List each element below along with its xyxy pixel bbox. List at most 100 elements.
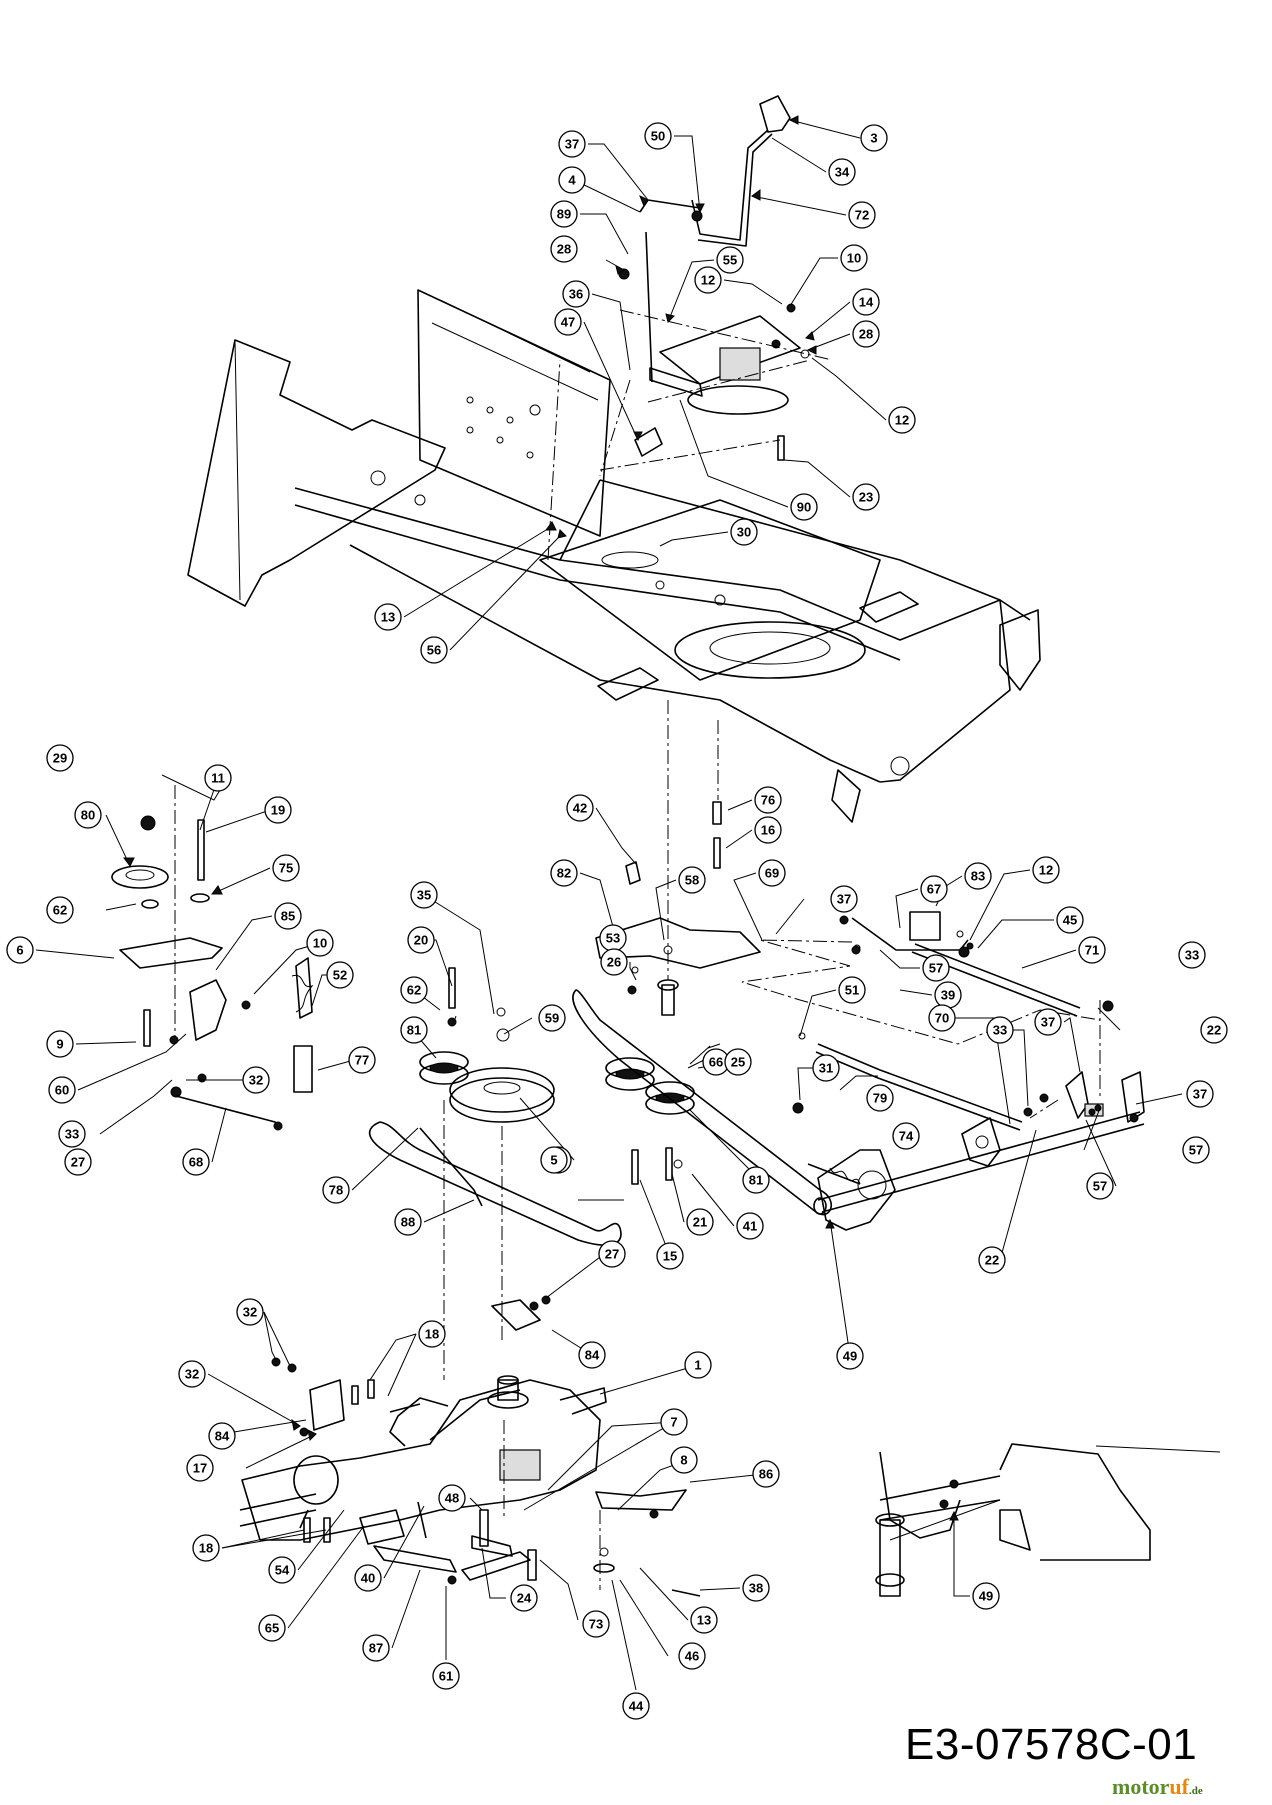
callout-label: 80 <box>81 808 95 823</box>
callout-27: 27 <box>598 1240 626 1268</box>
callout-circle <box>678 1642 706 1670</box>
callout-label: 51 <box>845 983 859 998</box>
callout-label: 18 <box>199 1541 213 1556</box>
callout-18: 18 <box>192 1534 220 1562</box>
arrowheads <box>123 115 959 1521</box>
callout-label: 84 <box>585 1348 600 1363</box>
callout-19: 19 <box>264 796 292 824</box>
callout-label: 36 <box>569 287 583 302</box>
callout-circle <box>852 288 880 316</box>
callout-32: 32 <box>236 1298 264 1326</box>
callout-label: 24 <box>517 1591 532 1606</box>
callout-label: 12 <box>1039 863 1053 878</box>
callout-70: 70 <box>928 1004 956 1032</box>
callout-circle <box>848 201 876 229</box>
callout-14: 14 <box>852 288 880 316</box>
callout-label: 31 <box>819 1061 833 1076</box>
callout-label: 73 <box>589 1617 603 1632</box>
callout-circle <box>1200 1016 1228 1044</box>
callout-circle <box>322 1176 350 1204</box>
callout-85: 85 <box>274 902 302 930</box>
callout-label: 81 <box>407 1023 421 1038</box>
callout-38: 38 <box>742 1574 770 1602</box>
callout-circle <box>578 1341 606 1369</box>
callout-label: 90 <box>797 500 811 515</box>
callout-circle <box>836 1342 864 1370</box>
callout-label: 86 <box>759 1467 773 1482</box>
callout-33: 33 <box>986 1016 1014 1044</box>
callout-label: 34 <box>835 165 850 180</box>
callout-circle <box>644 122 672 150</box>
callout-21: 21 <box>686 1208 714 1236</box>
callout-circle <box>562 280 590 308</box>
callout-label: 33 <box>1185 948 1199 963</box>
callout-label: 67 <box>927 882 941 897</box>
callout-circle <box>46 744 74 772</box>
watermark: motoruf.de <box>1112 1774 1203 1800</box>
callout-circle <box>438 1484 466 1512</box>
callout-circle <box>888 406 916 434</box>
callout-circle <box>656 1242 684 1270</box>
callout-label: 69 <box>765 866 779 881</box>
callout-52: 52 <box>326 961 354 989</box>
callout-26: 26 <box>600 948 628 976</box>
callout-55: 55 <box>716 246 744 274</box>
callout-16: 16 <box>754 816 782 844</box>
callout-label: 22 <box>1207 1023 1221 1038</box>
callout-circle <box>840 244 868 272</box>
callout-circle <box>598 1240 626 1268</box>
callout-circle <box>828 158 856 186</box>
callout-label: 70 <box>935 1011 949 1026</box>
callout-circle <box>407 926 435 954</box>
callout-37: 37 <box>830 885 858 913</box>
callout-label: 68 <box>189 1155 203 1170</box>
callout-circle <box>374 603 402 631</box>
callout-12: 12 <box>1032 856 1060 884</box>
callout-49: 49 <box>972 1582 1000 1610</box>
callout-46: 46 <box>678 1642 706 1670</box>
callout-33: 33 <box>58 1120 86 1148</box>
callout-45: 45 <box>1056 906 1084 934</box>
callout-label: 62 <box>53 903 67 918</box>
callout-8: 8 <box>670 1446 698 1474</box>
callout-circle <box>268 1556 296 1584</box>
callout-32: 32 <box>242 1066 270 1094</box>
callout-circle <box>986 1016 1014 1044</box>
callout-label: 12 <box>701 273 715 288</box>
callout-53: 53 <box>599 924 627 952</box>
watermark-tld: .de <box>1188 1785 1203 1797</box>
callout-label: 83 <box>971 869 985 884</box>
callout-circle <box>410 881 438 909</box>
callout-label: 32 <box>243 1305 257 1320</box>
callout-circle <box>48 1076 76 1104</box>
callout-label: 27 <box>71 1155 85 1170</box>
callout-circle <box>236 1298 264 1326</box>
callout-circle <box>394 1208 422 1236</box>
callout-28: 28 <box>550 235 578 263</box>
callout-60: 60 <box>48 1076 76 1104</box>
callout-9: 9 <box>46 1030 74 1058</box>
callout-circle <box>192 1534 220 1562</box>
callout-circle <box>558 166 586 194</box>
callout-circle <box>348 1046 376 1074</box>
callout-28: 28 <box>852 320 880 348</box>
callout-circle <box>686 1208 714 1236</box>
callout-86: 86 <box>752 1460 780 1488</box>
callout-label: 28 <box>859 327 873 342</box>
callout-56: 56 <box>420 636 448 664</box>
callout-10: 10 <box>306 929 334 957</box>
callout-57: 57 <box>922 954 950 982</box>
callout-label: 57 <box>1189 1143 1203 1158</box>
callout-circle <box>306 929 334 957</box>
callout-circle <box>852 320 880 348</box>
callout-label: 57 <box>1093 1179 1107 1194</box>
callout-label: 62 <box>407 983 421 998</box>
callout-circle <box>510 1584 538 1612</box>
callout-circle <box>540 1146 568 1174</box>
callout-label: 59 <box>545 1011 559 1026</box>
callout-circle <box>600 948 628 976</box>
callout-83: 83 <box>964 862 992 890</box>
callout-label: 40 <box>361 1571 375 1586</box>
callout-circle <box>1182 1136 1210 1164</box>
callout-label: 41 <box>743 1219 757 1234</box>
